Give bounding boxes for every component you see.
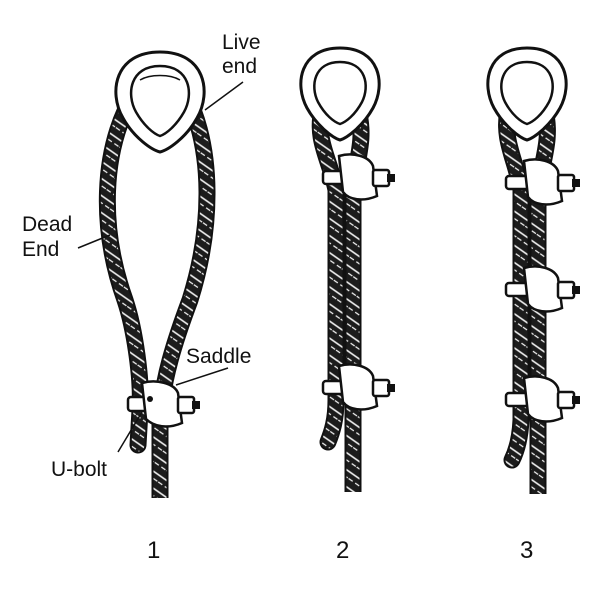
- u-bolt-leader: [117, 411, 143, 453]
- figure-2: 2: [299, 46, 395, 564]
- step-number-1: 1: [147, 537, 160, 564]
- step-number-3: 3: [520, 537, 533, 564]
- wire-rope-clip-icon: [504, 265, 580, 313]
- wire-rope-clip-icon: [504, 158, 580, 206]
- wire-rope-clip-icon: [321, 363, 395, 411]
- live-end-label-line2: end: [222, 55, 257, 78]
- saddle-label: Saddle: [186, 345, 251, 368]
- live-end-label-line1: Live: [222, 31, 261, 54]
- figure-3: 3: [486, 46, 580, 564]
- step-number-2: 2: [336, 537, 349, 564]
- thimble-icon: [299, 46, 381, 142]
- thimble-icon: [114, 50, 206, 154]
- dead-end-leader: [77, 234, 111, 249]
- live-end-leader: [204, 81, 244, 111]
- thimble-icon: [486, 46, 568, 142]
- saddle-leader: [175, 367, 229, 386]
- wire-rope-clip-icon: [321, 153, 395, 201]
- wire-rope-clip-icon: [126, 380, 200, 428]
- wire-rope-clip-icon: [504, 375, 580, 423]
- dead-end-label-line2: End: [22, 238, 59, 261]
- figure-1: Live end Dead End Saddle U-bolt 1: [22, 31, 261, 564]
- u-bolt-label: U-bolt: [51, 458, 107, 481]
- dead-end-label-line1: Dead: [22, 213, 72, 236]
